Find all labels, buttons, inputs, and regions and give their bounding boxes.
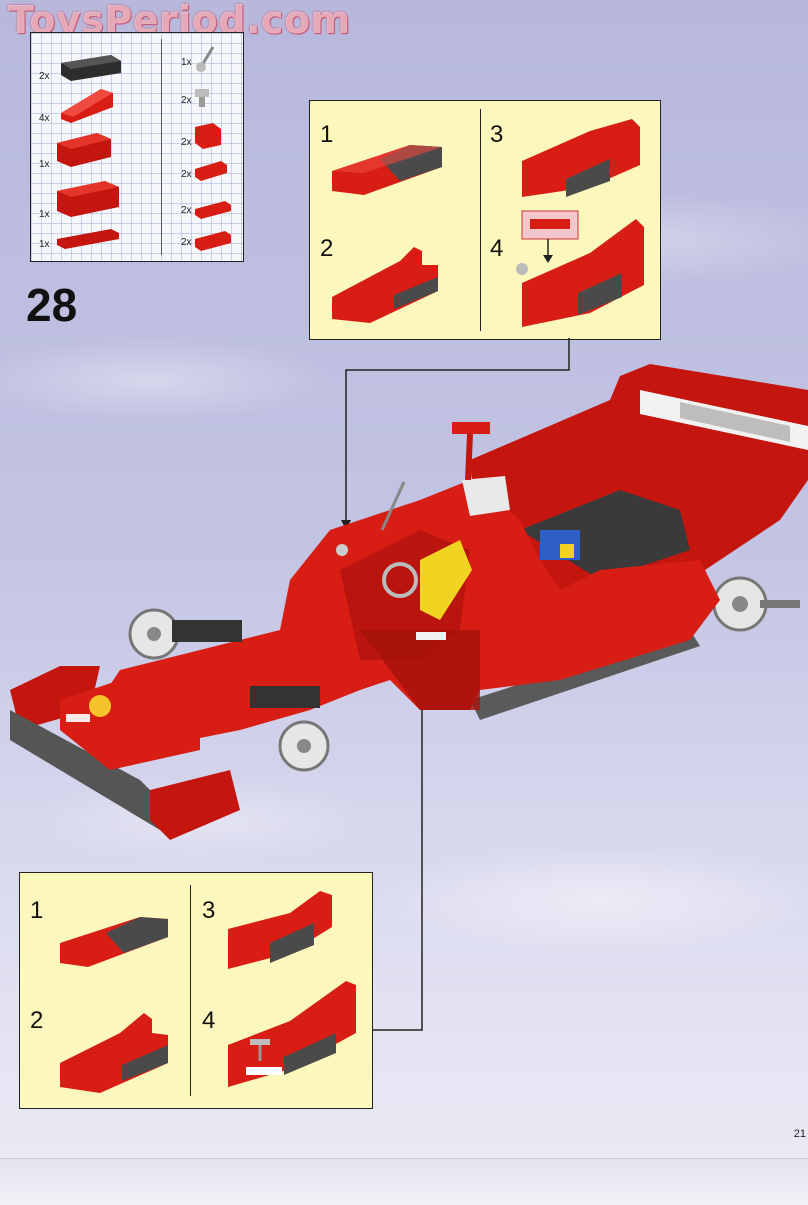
plate-red-icon (57, 229, 119, 249)
part-qty: 1x (181, 57, 192, 68)
sub-step-number: 4 (202, 1007, 216, 1034)
subassembly-divider (190, 885, 191, 1096)
axle-joint-icon (195, 89, 209, 107)
front-wheel-left-icon (128, 608, 242, 660)
car-front-wing (10, 666, 240, 840)
step1-brick-assembly-icon (332, 145, 442, 195)
part-qty: 1x (39, 209, 50, 220)
parts-list: 2x 4x 1x 1x 1x 1x 2x 2x 2x 2x 2x (30, 32, 244, 262)
rear-wheel-icon (712, 576, 800, 632)
part-qty: 2x (181, 137, 192, 148)
sub-step-number: 2 (320, 235, 334, 262)
subassembly-top-illustration (332, 119, 644, 327)
steering-wheel-icon (382, 562, 418, 598)
sub-step-number: 4 (490, 235, 504, 262)
page-bottom-edge (0, 1158, 808, 1205)
step3-slope-assembly-icon (522, 119, 640, 197)
step3-slope-assembly-icon (228, 891, 332, 969)
subassembly-bottom-illustration (60, 891, 356, 1093)
subassembly-divider (480, 109, 481, 331)
tile-red-icon (195, 201, 231, 219)
brick-1x1-red-icon (195, 123, 221, 149)
car-illustration (10, 338, 808, 1031)
car-rear-body (470, 364, 808, 590)
parts-list-divider (161, 39, 162, 255)
part-qty: 2x (181, 205, 192, 216)
parts-illustration (57, 46, 231, 251)
car-main-body (80, 422, 720, 750)
part-qty: 2x (181, 169, 192, 180)
step2-slope-assembly-icon (60, 1013, 168, 1093)
cockpit-decal (416, 632, 446, 640)
subassembly-top: 1 2 3 4 (309, 100, 661, 340)
lever-icon (196, 46, 215, 72)
step4-slope-assembly-icon (228, 981, 356, 1087)
step4-slope-assembly-icon (516, 219, 644, 327)
sub-step-number: 1 (320, 121, 334, 148)
sub-step-number: 2 (30, 1007, 44, 1034)
sub-step-number: 3 (490, 121, 504, 148)
part-qty: 4x (39, 113, 50, 124)
brick-2x3-red-icon (57, 133, 111, 167)
page-number: 21 (793, 1128, 806, 1140)
step2-slope-assembly-icon (332, 247, 438, 323)
decal-sticker-icon (521, 210, 579, 263)
front-wheel-right-icon (250, 686, 330, 772)
brick-2x4-black-icon (61, 55, 121, 81)
part-qty: 1x (39, 159, 50, 170)
step1-brick-assembly-icon (60, 917, 168, 967)
sub-step-number: 3 (202, 897, 216, 924)
callout-line-bottom (371, 664, 423, 1031)
callout-line-top (345, 338, 570, 526)
part-qty: 2x (181, 237, 192, 248)
subassembly-bottom: 1 2 3 4 (19, 872, 373, 1109)
small-slope-red-icon (195, 161, 227, 181)
slope-brick-red-icon (61, 89, 113, 123)
step-number: 28 (26, 279, 78, 331)
sub-step-number: 1 (30, 897, 44, 924)
part-qty: 1x (39, 239, 50, 250)
part-qty: 2x (39, 71, 50, 82)
plate-1x2-red-icon (195, 231, 231, 251)
shell-logo-icon (89, 695, 111, 717)
part-qty: 2x (181, 95, 192, 106)
brick-2x4-red-icon (57, 181, 119, 217)
